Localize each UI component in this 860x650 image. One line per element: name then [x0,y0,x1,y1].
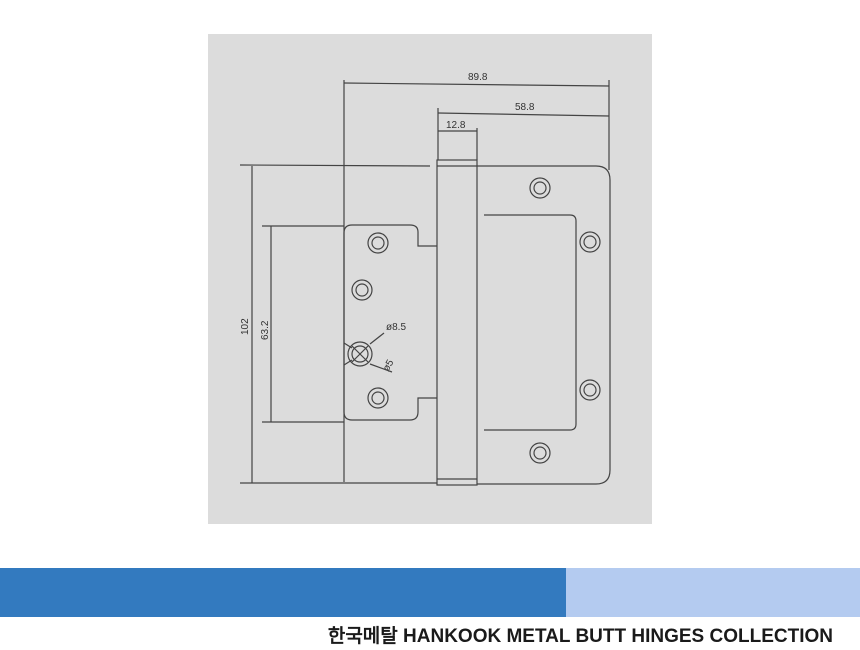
dim-knuckle-width: 12.8 [446,120,466,131]
dimension-lines [239,80,610,484]
footer-bar-dark [0,568,566,617]
hinge-left-leaf [343,224,437,421]
dim-leaf-width: 58.8 [515,102,535,113]
dim-leaf-height: 63.2 [260,320,271,340]
screw-holes [343,177,601,464]
footer-caption: 한국메탈 HANKOOK METAL BUTT HINGES COLLECTIO… [327,626,833,647]
footer-bar-light [566,568,860,617]
dim-hole-diameter: ø8.5 [386,322,406,333]
dim-overall-height: 102 [240,318,251,335]
hinge-knuckle [436,159,478,486]
hinge-technical-drawing: 89.8 58.8 12.8 102 63.2 ø8.5 ø5 [239,72,611,486]
hinge-right-leaf [477,165,611,485]
dim-overall-width: 89.8 [468,72,488,83]
